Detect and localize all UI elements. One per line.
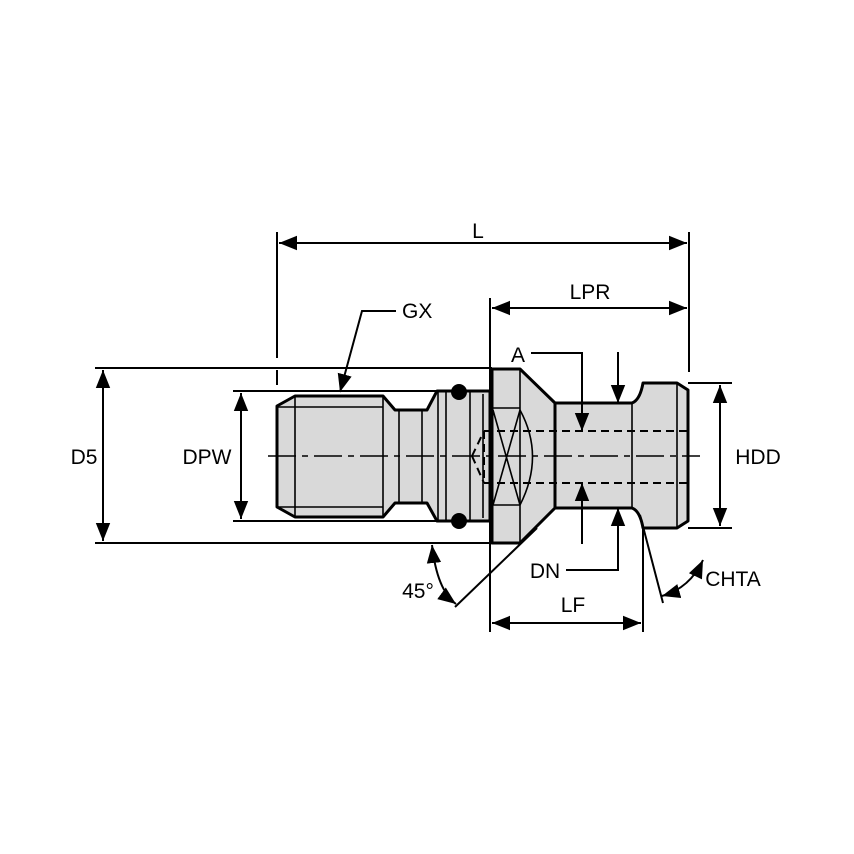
dimension-CHTA: CHTA	[639, 514, 761, 604]
dimension-angle-45: 45°	[402, 527, 538, 608]
label-A: A	[511, 344, 525, 367]
pull-shank-and-head	[553, 381, 690, 530]
part-body	[268, 367, 700, 545]
dimension-D5: D5	[71, 367, 492, 544]
dimension-A: A	[511, 344, 590, 544]
dimension-LF: LF	[492, 528, 644, 632]
label-CHTA: CHTA	[705, 568, 761, 591]
o-ring-bottom	[451, 513, 467, 529]
label-LF: LF	[561, 594, 586, 617]
o-ring-top	[451, 384, 467, 400]
dimension-L: L	[276, 220, 690, 385]
dimension-DPW: DPW	[183, 390, 448, 522]
label-GX: GX	[402, 300, 432, 323]
label-LPR: LPR	[570, 281, 611, 304]
dimension-DN: DN	[530, 352, 626, 583]
bore-hidden-lines	[471, 430, 688, 484]
leader-GX: GX	[337, 300, 432, 393]
dimension-LPR: LPR	[489, 281, 687, 632]
label-45-degrees: 45°	[402, 580, 434, 603]
label-L: L	[472, 220, 484, 243]
label-HDD: HDD	[735, 446, 781, 469]
label-DN: DN	[530, 560, 560, 583]
label-DPW: DPW	[183, 446, 232, 469]
dimension-HDD: HDD	[688, 382, 781, 529]
label-D5: D5	[71, 446, 98, 469]
